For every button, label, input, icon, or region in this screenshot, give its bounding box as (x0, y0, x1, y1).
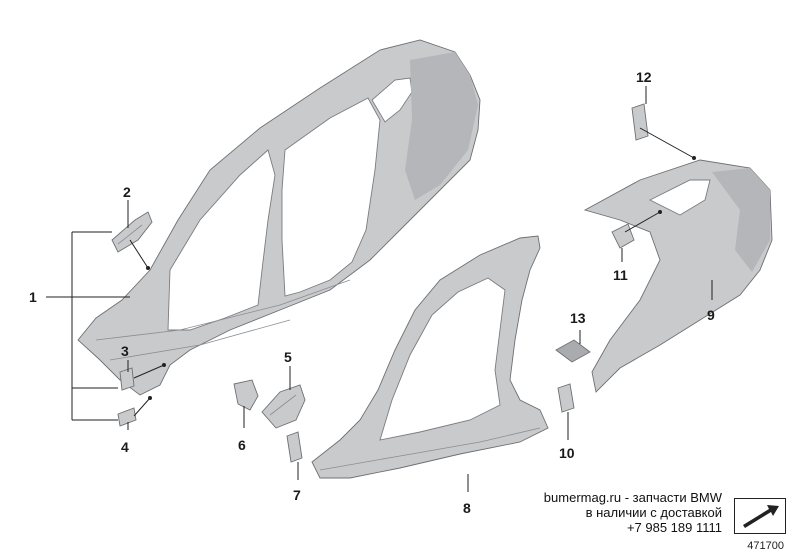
part-11-bracket (611, 223, 635, 249)
part-9-rear-quarter-panel (583, 159, 773, 393)
part-3-bracket (119, 367, 135, 391)
callout-9: 9 (707, 307, 715, 323)
part-12-bracket (631, 103, 649, 141)
watermark-line-2: в наличии с доставкой (585, 505, 722, 520)
callout-1-leaders (46, 231, 130, 421)
leader-lines (127, 86, 713, 492)
callout-4: 4 (121, 439, 129, 455)
part-4-bracket (117, 407, 137, 427)
callout-12: 12 (636, 69, 652, 85)
callout-5: 5 (284, 349, 292, 365)
part-6-bracket (233, 379, 259, 411)
part-10-bracket (557, 383, 575, 413)
callout-13: 13 (570, 310, 586, 326)
part-7-bracket (286, 431, 303, 463)
side-frame-complete (77, 39, 481, 396)
callout-3: 3 (121, 343, 129, 359)
watermark-line-1: bumermag.ru - запчасти BMW (543, 490, 722, 505)
part-8-side-panel (311, 235, 549, 479)
callout-6: 6 (238, 437, 246, 453)
callout-2: 2 (123, 184, 131, 200)
diagram-number: 471700 (747, 540, 784, 552)
callout-8: 8 (463, 500, 471, 516)
callout-7: 7 (293, 487, 301, 503)
watermark-line-3: +7 985 189 1111 (626, 520, 722, 535)
leader-dots (146, 156, 696, 400)
part-13-pad (555, 339, 591, 363)
callout-11: 11 (613, 267, 628, 283)
watermark-text: bumermag.ru - запчасти BMW в наличии с д… (492, 490, 722, 535)
part-2-bracket (111, 211, 153, 253)
callout-10: 10 (559, 445, 575, 461)
part-5-reinforcement (261, 384, 306, 429)
callout-1: 1 (29, 289, 37, 305)
view-direction-arrow-icon (734, 498, 786, 534)
